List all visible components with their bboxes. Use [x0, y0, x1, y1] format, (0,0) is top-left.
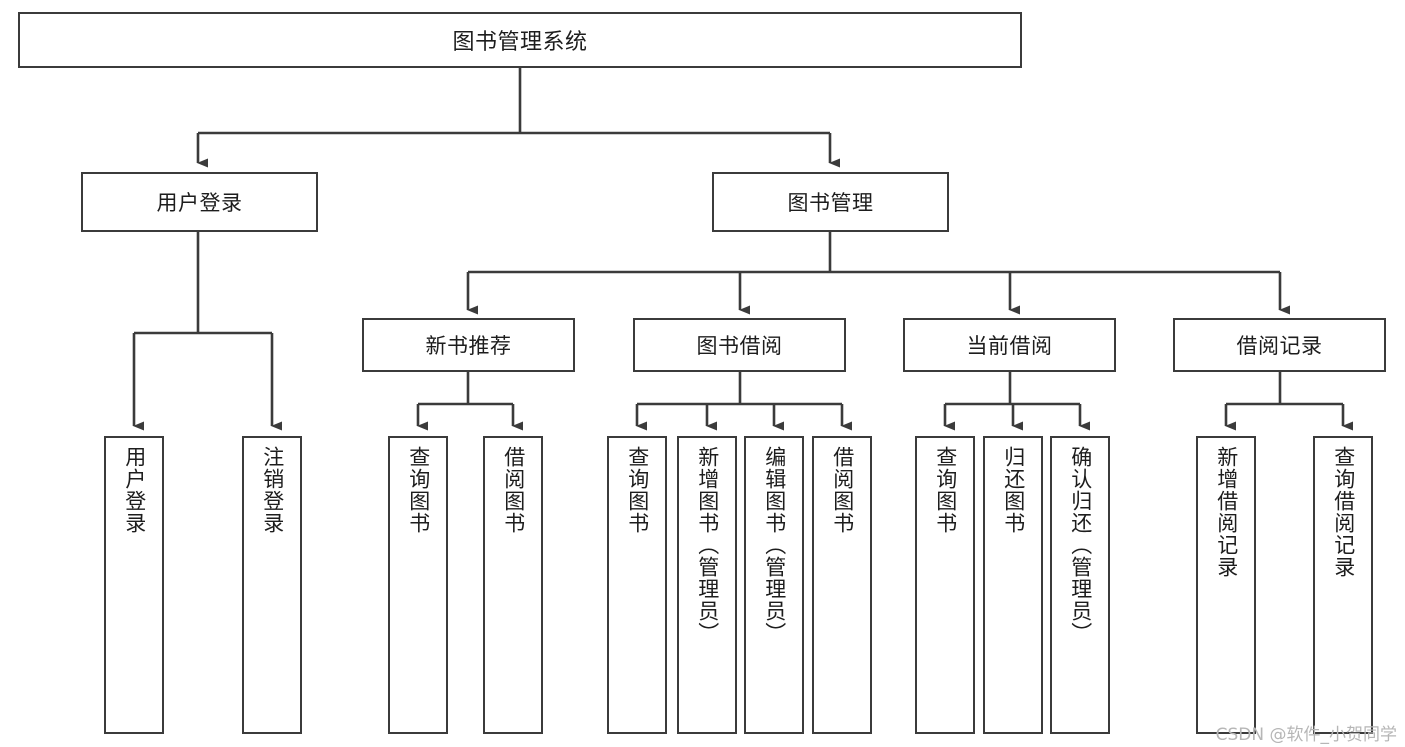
leaf-borrow-record-add[interactable]: 新增借阅记录 — [1196, 436, 1256, 734]
leaf-label: 查询图书 — [625, 446, 650, 534]
node-label: 图书管理 — [787, 191, 874, 215]
csdn-watermark: CSDN @软件_小贺同学 — [1215, 725, 1397, 745]
leaf-new-book-borrow[interactable]: 借阅图书 — [483, 436, 543, 734]
leaf-label: 归还图书 — [1001, 446, 1026, 534]
leaf-label: 新增图书（管理员） — [695, 446, 720, 644]
leaf-user-login-logout[interactable]: 注销登录 — [242, 436, 302, 734]
node-label: 图书借阅 — [696, 334, 783, 358]
node-label: 借阅记录 — [1236, 334, 1323, 358]
leaf-user-login-login[interactable]: 用户登录 — [104, 436, 164, 734]
leaf-current-borrow-confirm-return[interactable]: 确认归还（管理员） — [1050, 436, 1110, 734]
leaf-borrow-record-query[interactable]: 查询借阅记录 — [1313, 436, 1373, 734]
leaf-label: 编辑图书（管理员） — [762, 446, 787, 644]
leaf-book-borrow-edit[interactable]: 编辑图书（管理员） — [744, 436, 804, 734]
leaf-book-borrow-query[interactable]: 查询图书 — [607, 436, 667, 734]
node-label: 当前借阅 — [966, 334, 1053, 358]
leaf-label: 查询借阅记录 — [1331, 446, 1356, 578]
node-label: 新书推荐 — [425, 334, 512, 358]
leaf-label: 确认归还（管理员） — [1068, 446, 1093, 644]
node-borrow-record[interactable]: 借阅记录 — [1173, 318, 1386, 372]
node-new-book-recommend[interactable]: 新书推荐 — [362, 318, 575, 372]
leaf-current-borrow-query[interactable]: 查询图书 — [915, 436, 975, 734]
leaf-label: 借阅图书 — [830, 446, 855, 534]
node-user-login[interactable]: 用户登录 — [81, 172, 318, 232]
node-label: 用户登录 — [156, 191, 243, 215]
leaf-current-borrow-return[interactable]: 归还图书 — [983, 436, 1043, 734]
leaf-book-borrow-borrow[interactable]: 借阅图书 — [812, 436, 872, 734]
node-book-management[interactable]: 图书管理 — [712, 172, 949, 232]
leaf-label: 查询图书 — [933, 446, 958, 534]
leaf-label: 注销登录 — [260, 446, 285, 534]
leaf-label: 新增借阅记录 — [1214, 446, 1239, 578]
leaf-label: 用户登录 — [122, 446, 147, 534]
leaf-new-book-query[interactable]: 查询图书 — [388, 436, 448, 734]
leaf-label: 借阅图书 — [501, 446, 526, 534]
leaf-label: 查询图书 — [406, 446, 431, 534]
node-root-system[interactable]: 图书管理系统 — [18, 12, 1022, 68]
node-book-borrow[interactable]: 图书借阅 — [633, 318, 846, 372]
node-current-borrow[interactable]: 当前借阅 — [903, 318, 1116, 372]
node-label: 图书管理系统 — [452, 30, 588, 55]
leaf-book-borrow-add[interactable]: 新增图书（管理员） — [677, 436, 737, 734]
